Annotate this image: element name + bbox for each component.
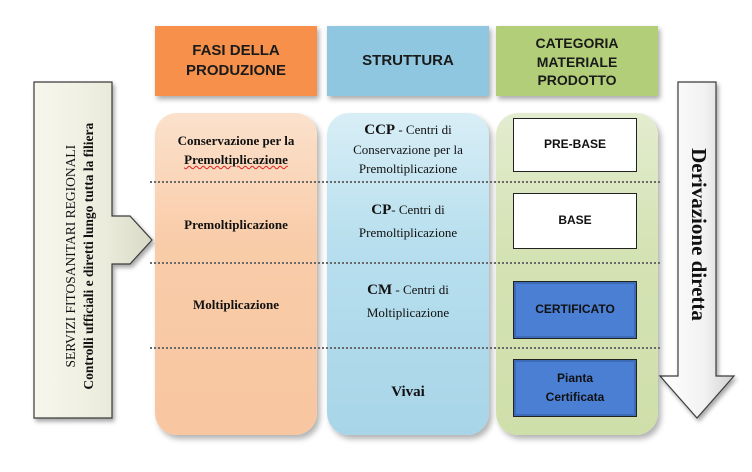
right-arrow-shape <box>658 81 736 419</box>
fase-cell: Conservazione per la Premoltiplicazione <box>155 126 317 176</box>
category-certificato: CERTIFICATO <box>513 281 637 339</box>
struttura-desc-line2: Moltiplicazione <box>366 304 450 320</box>
struttura-code: Vivai <box>391 383 425 400</box>
header-fasi: FASI DELLA PRODUZIONE <box>155 26 317 96</box>
left-arrow-subtitle: Controlli ufficiali e diretti lungo tutt… <box>81 122 97 390</box>
header-struttura: STRUTTURA <box>327 26 489 96</box>
left-arrow-title: SERVIZI FITOSANITARI REGIONALI <box>62 144 78 368</box>
struttura-desc: - Centri di <box>395 122 452 138</box>
header-categoria: CATEGORIA MATERIALE PRODOTTO <box>496 26 658 96</box>
right-arrow-label: Derivazione diretta <box>676 82 720 386</box>
category-base: BASE <box>513 193 637 249</box>
category-text-line2: Certificata <box>545 390 605 404</box>
fase-text-line1: Conservazione per la <box>177 133 295 149</box>
column-struttura <box>327 113 489 435</box>
struttura-desc-line2: Premoltiplicazione <box>358 224 458 240</box>
struttura-cell: Vivai <box>327 372 489 412</box>
struttura-desc-line2: Conservazione per la <box>353 142 463 158</box>
struttura-cell: CM - Centri di Moltiplicazione <box>327 276 489 326</box>
left-arrow-shape <box>33 81 153 419</box>
struttura-code: CP <box>371 202 392 219</box>
row-separator <box>150 262 660 264</box>
struttura-cell: CP- Centri di Premoltiplicazione <box>327 196 489 246</box>
struttura-desc: - Centri di <box>391 202 445 218</box>
column-fasi <box>155 113 317 435</box>
struttura-code: CCP <box>364 122 396 139</box>
fase-text-line2: Premoltiplicazione <box>184 152 288 167</box>
derivazione-label: Derivazione diretta <box>686 147 711 321</box>
fase-text: Premoltiplicazione <box>184 217 288 233</box>
category-pianta-certificata: Pianta Certificata <box>513 359 637 417</box>
left-arrow-label: SERVIZI FITOSANITARI REGIONALI Controlli… <box>28 98 132 414</box>
fase-text: Moltiplicazione <box>193 297 279 313</box>
struttura-desc-line3: Premoltiplicazione <box>358 160 458 176</box>
category-text-line1: Pianta <box>556 370 593 385</box>
fase-cell: Moltiplicazione <box>155 285 317 325</box>
struttura-cell: CCP - Centri di Conservazione per la Pre… <box>327 118 489 180</box>
row-separator <box>150 181 660 183</box>
struttura-code: CM <box>367 282 393 299</box>
category-prebase: PRE-BASE <box>513 118 637 172</box>
struttura-desc: - Centri di <box>392 282 449 298</box>
fase-cell: Premoltiplicazione <box>155 205 317 245</box>
row-separator <box>150 347 660 349</box>
